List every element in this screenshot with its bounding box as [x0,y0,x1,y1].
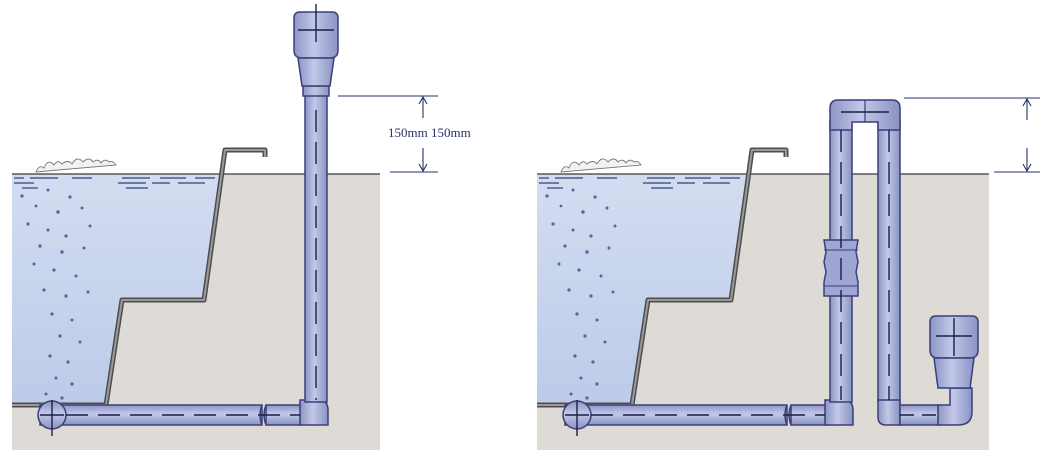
pipe-centerlines-right [565,111,972,436]
air-bubbles [20,188,92,400]
right-panel [537,97,1040,450]
pipe-elbow-right-1 [824,399,854,426]
water-ripples [14,177,215,189]
surface-foam-right [560,158,642,173]
pipe-centerlines [40,4,334,436]
left-panel: 150mm 150mm [12,4,471,450]
pipe-elbow [299,399,329,426]
water-body [12,174,225,405]
surface-foam [35,158,117,173]
water-body-right [537,174,752,405]
pipe-elbow-right-2 [877,399,901,426]
water-ripples-right [539,177,740,189]
air-bubbles-right [545,188,617,400]
height-dimension-right [904,97,1040,173]
height-dimension [338,95,438,173]
height-dimension-label: 150mm 150mm [388,125,471,140]
